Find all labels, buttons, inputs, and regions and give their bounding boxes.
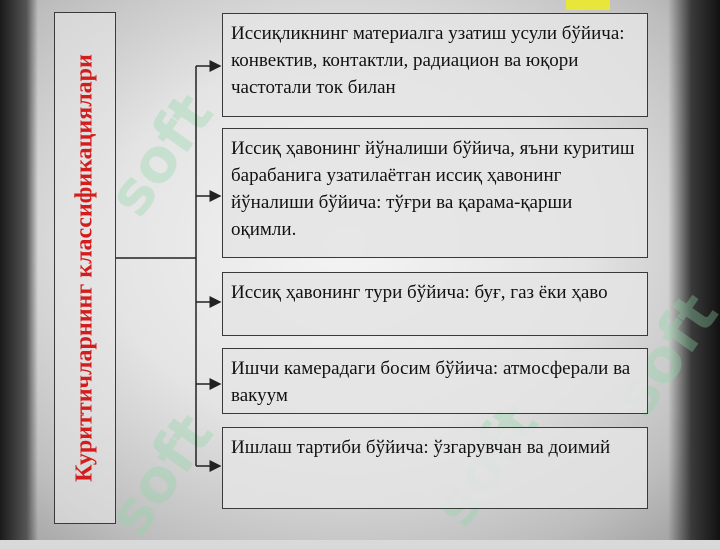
classification-text: Иссиқликнинг материалга узатиш усули бўй… [231,23,625,98]
classification-text: Ишчи камерадаги босим бўйича: атмосферал… [231,358,631,406]
classification-box: Иссиқликнинг материалга узатиш усули бўй… [222,13,648,117]
right-dark-edge [668,0,720,540]
classification-text: Иссиқ ҳавонинг тури бўйича: буғ, газ ёки… [231,282,608,303]
left-dark-edge [0,0,38,540]
classification-box: Ишлаш тартиби бўйича: ўзгарувчан ва доим… [222,427,648,509]
classification-box: Иссиқ ҳавонинг йўналиши бўйича, яъни кур… [222,128,648,258]
yellow-accent [566,0,610,10]
diagram-title-box: Куриттичларнинг классификациялари [54,12,116,524]
classification-box: Ишчи камерадаги босим бўйича: атмосферал… [222,348,648,414]
classification-box: Иссиқ ҳавонинг тури бўйича: буғ, газ ёки… [222,272,648,336]
classification-text: Ишлаш тартиби бўйича: ўзгарувчан ва доим… [231,437,611,458]
classification-text: Иссиқ ҳавонинг йўналиши бўйича, яъни кур… [231,138,635,240]
